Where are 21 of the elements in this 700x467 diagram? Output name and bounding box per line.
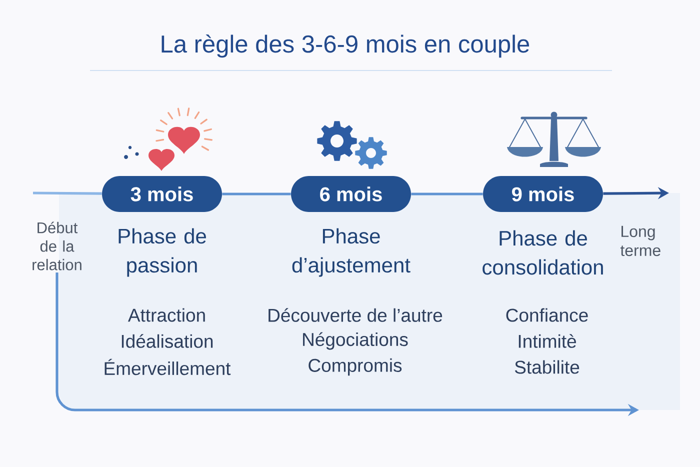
phase-title: Phase de consolidation (482, 230, 603, 275)
milestone-pill: 6 mois (291, 176, 411, 212)
phase-title: Phase de passion (118, 228, 206, 277)
list-item: Négociations (303, 332, 408, 350)
list-item: Attraction (128, 308, 205, 322)
list-item: Idéalisation (122, 334, 213, 348)
start-label: Début de la relation (32, 222, 82, 270)
phase-title: Phase d’ajustement (292, 228, 410, 277)
title: La règle des 3-6-9 mois en couple (162, 34, 530, 58)
timeline-line (222, 192, 291, 196)
list-item: Découverte de l’autre (268, 308, 442, 322)
end-label: Long terme (620, 226, 660, 256)
list-item: Confiance (506, 308, 588, 322)
milestone-pill: 9 mois (483, 176, 603, 212)
list-item: Stabilite (514, 360, 580, 374)
milestone-pill: 3 mois (102, 176, 222, 212)
timeline-line (33, 192, 102, 195)
list-item: Compromis (308, 358, 402, 376)
list-item: Intimitè (518, 334, 576, 348)
timeline-line (411, 192, 483, 196)
list-item: Émerveillement (104, 358, 231, 376)
